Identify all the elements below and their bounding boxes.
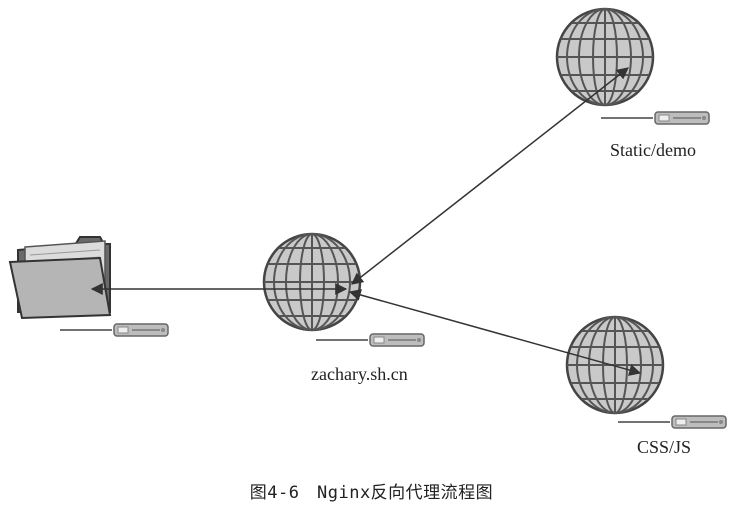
- static-server-icon: [601, 111, 710, 125]
- proxy-server-icon: [316, 333, 425, 347]
- assets-server-icon: [618, 415, 727, 429]
- arrow-proxy-assets: [348, 289, 642, 376]
- proxy-globe-icon: [262, 232, 362, 332]
- arrow-proxy-static: [351, 67, 629, 285]
- proxy-label: zachary.sh.cn: [311, 364, 408, 384]
- assets-globe-icon: [565, 315, 665, 415]
- static-label: Static/demo: [610, 140, 696, 160]
- assets-label: CSS/JS: [637, 437, 692, 457]
- client-server-icon: [60, 323, 169, 337]
- static-globe-icon: [555, 7, 655, 107]
- figure-caption: 图4-6 Nginx反向代理流程图: [249, 483, 494, 503]
- folder-icon: [8, 236, 112, 320]
